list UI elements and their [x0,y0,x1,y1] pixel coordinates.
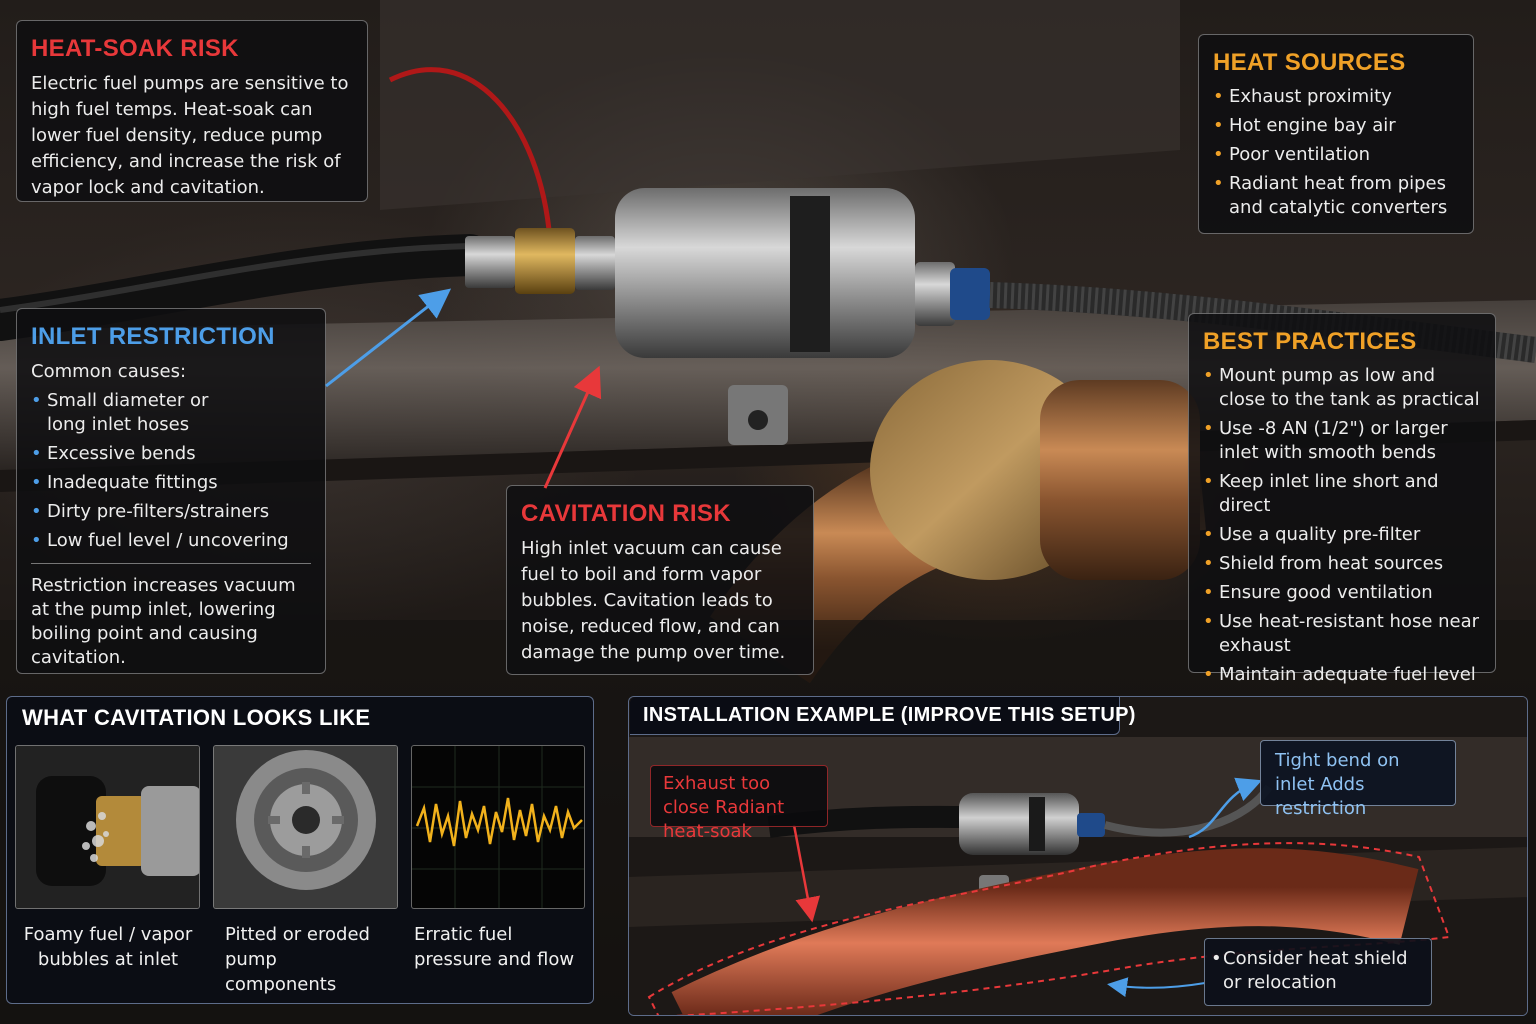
installation-title: INSTALLATION EXAMPLE (IMPROVE THIS SETUP… [643,704,1136,726]
list-item: Exhaust proximity [1213,85,1459,109]
inlet-restriction-panel: INLET RESTRICTION Common causes: Small d… [16,308,326,674]
heat-soak-body: Electric fuel pumps are sensitive to hig… [31,73,349,198]
list-item: Poor ventilation [1213,143,1459,167]
erratic-pressure-thumbnail [411,745,585,909]
shield-pointer-arrow [1107,977,1206,998]
heat-sources-panel: HEAT SOURCES Exhaust proximity Hot engin… [1198,34,1474,234]
caption-foamy-fuel: Foamy fuel / vapor bubbles at inlet [23,924,193,970]
cavitation-looks-title: WHAT CAVITATION LOOKS LIKE [22,705,371,730]
inlet-restriction-note: Restriction increases vacuum at the pump… [31,575,296,668]
list-item: Hot engine bay air [1213,114,1459,138]
divider [31,563,311,564]
list-item: Small diameter or long inlet hoses [31,389,311,437]
list-item: Maintain adequate fuel level [1203,663,1481,687]
bend-callout: Tight bend on inlet Adds restriction [1260,740,1456,819]
list-item: Low fuel level / uncovering [31,529,311,553]
foamy-fuel-thumbnail [15,745,200,909]
list-item: Inadequate fittings [31,471,311,495]
heat-sources-title: HEAT SOURCES [1213,49,1406,76]
installation-title-box [630,697,1120,735]
exhaust-callout: Exhaust too close Radiant heat-soak [650,765,828,842]
inlet-restriction-intro: Common causes: [31,361,187,382]
bend-callout-text: Tight bend on inlet Adds restriction [1275,750,1400,819]
list-item: Use a quality pre-filter [1203,523,1481,547]
best-practices-list: Mount pump as low and close to the tank … [1203,364,1481,687]
pitted-components-thumbnail [213,745,398,909]
inlet-restriction-list: Small diameter or long inlet hoses Exces… [31,389,311,553]
list-item: Use heat-resistant hose near exhaust [1203,610,1481,658]
cavitation-risk-title: CAVITATION RISK [521,500,731,527]
list-item: Excessive bends [31,442,311,466]
heat-zone-outline [647,842,1451,1015]
inlet-restriction-title: INLET RESTRICTION [31,323,275,350]
list-item: Use -8 AN (1/2") or larger inlet with sm… [1203,417,1481,465]
bend-pointer-arrow [1188,777,1262,839]
list-item: Shield from heat sources [1203,552,1481,576]
list-item: Dirty pre-filters/strainers [31,500,311,524]
shield-callout: • Consider heat shield or relocation [1204,938,1432,1006]
list-item: Ensure good ventilation [1203,581,1481,605]
heat-soak-title: HEAT-SOAK RISK [31,35,239,62]
cavitation-risk-panel: CAVITATION RISK High inlet vacuum can ca… [506,485,814,675]
exhaust-callout-text: Exhaust too close Radiant heat-soak [663,773,785,842]
list-item: Radiant heat from pipes and catalytic co… [1213,172,1459,220]
exhaust-pointer-arrow [792,824,821,923]
best-practices-panel: BEST PRACTICES Mount pump as low and clo… [1188,313,1496,687]
caption-pitted-components: Pitted or eroded pump components [225,924,370,995]
heat-sources-list: Exhaust proximity Hot engine bay air Poo… [1213,85,1459,220]
shield-callout-bullet: • [1211,948,1222,969]
pressure-trace [415,797,583,847]
shield-callout-text: Consider heat shield or relocation [1223,948,1408,993]
best-practices-title: BEST PRACTICES [1203,328,1417,355]
list-item: Keep inlet line short and direct [1203,470,1481,518]
list-item: Mount pump as low and close to the tank … [1203,364,1481,412]
heat-soak-panel: HEAT-SOAK RISK Electric fuel pumps are s… [16,20,368,202]
cavitation-risk-body: High inlet vacuum can cause fuel to boil… [521,538,786,663]
caption-erratic-pressure: Erratic fuel pressure and flow [414,924,575,970]
